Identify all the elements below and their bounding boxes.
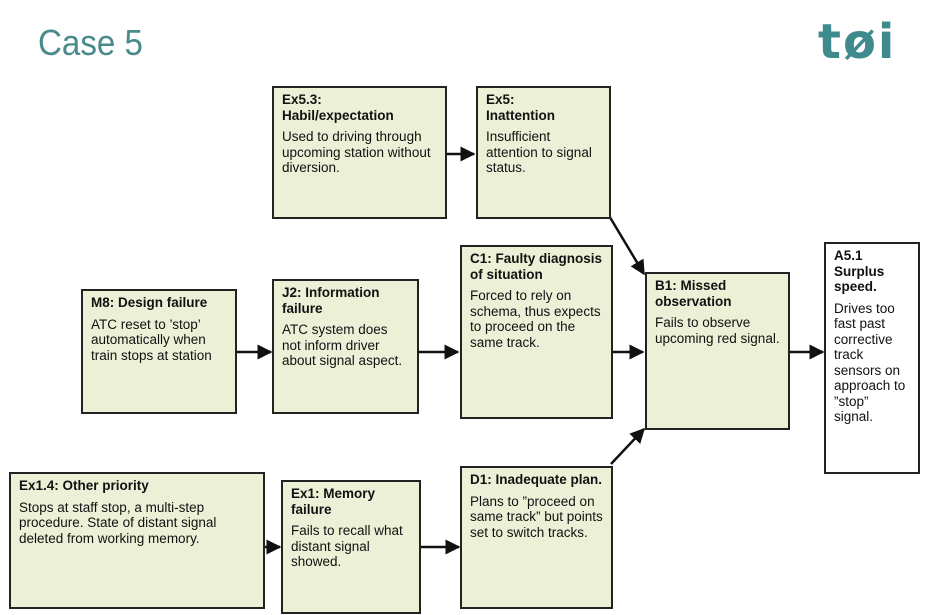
box-text: Used to driving through upcoming station… — [282, 129, 431, 175]
box-m8-design-failure: M8: Design failure ATC reset to ’stop’ a… — [81, 289, 237, 414]
box-text: Fails to observe upcoming red signal. — [655, 315, 780, 346]
box-ex1-memory-failure: Ex1: Memory failure Fails to recall what… — [281, 480, 421, 614]
box-c1-faulty-diagnosis: C1: Faulty diagnosis of situation Forced… — [460, 245, 613, 419]
box-text: Insufficient attention to signal status. — [486, 129, 592, 175]
box-text: ATC system does not inform driver about … — [282, 322, 403, 368]
box-heading: D1: Inadequate plan. — [470, 472, 603, 487]
box-heading: Ex5: Inattention — [486, 92, 555, 123]
box-b1-missed-observation: B1: Missed observation Fails to observe … — [645, 272, 790, 430]
box-heading: C1: Faulty diagnosis of situation — [470, 251, 603, 282]
box-text: Stops at staff stop, a multi-step proced… — [19, 499, 217, 546]
box-a5-1-surplus-speed: A5.1 Surplus speed. Drives too fast past… — [824, 242, 920, 474]
box-ex1-4-other-priority: Ex1.4: Other priority Stops at staff sto… — [9, 472, 265, 609]
box-heading: A5.1 Surplus speed. — [834, 248, 885, 294]
box-ex5-inattention: Ex5: Inattention Insufficient attention … — [476, 86, 611, 219]
box-heading: M8: Design failure — [91, 295, 208, 310]
toi-logo: tøi — [818, 14, 897, 70]
box-j2-information-failure: J2: Information failure ATC system does … — [272, 279, 419, 414]
box-text: Fails to recall what distant signal show… — [291, 523, 403, 569]
page-title: Case 5 — [38, 22, 143, 63]
box-text: Forced to rely on schema, thus expects t… — [470, 288, 601, 350]
box-text: Plans to ”proceed on same track” but poi… — [470, 493, 603, 540]
arrow-ex5-to-b1 — [606, 213, 646, 276]
box-text: Drives too fast past corrective track se… — [834, 300, 906, 425]
box-d1-inadequate-plan: D1: Inadequate plan. Plans to ”proceed o… — [460, 466, 613, 609]
box-heading: Ex5.3: Habil/expectation — [282, 92, 394, 123]
arrow-d1-to-b1 — [610, 427, 646, 465]
box-text: ATC reset to ’stop’ automatically when t… — [91, 316, 212, 363]
box-heading: J2: Information failure — [282, 285, 380, 316]
box-ex5-3-habil-expectation: Ex5.3: Habil/expectation Used to driving… — [272, 86, 447, 219]
box-heading: Ex1: Memory failure — [291, 486, 376, 517]
box-heading: Ex1.4: Other priority — [19, 478, 149, 493]
box-heading: B1: Missed observation — [655, 278, 732, 309]
